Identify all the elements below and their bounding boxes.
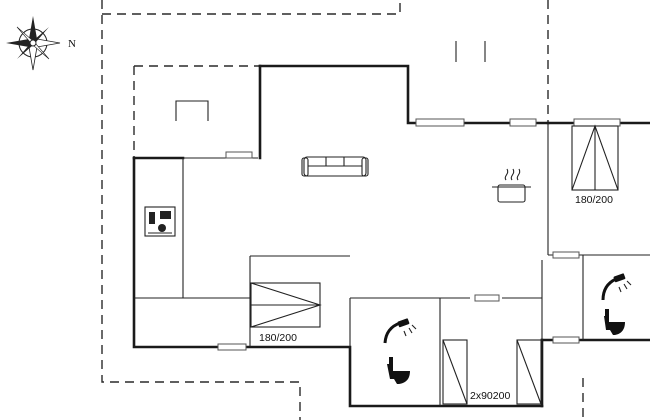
compass-north-label: N [68, 38, 76, 50]
washing-machine-icon [144, 206, 176, 237]
bed-size-label: 180/200 [259, 332, 297, 344]
fireplace-icon [175, 100, 209, 121]
toilet-icon [387, 357, 410, 384]
exterior-walls [132, 64, 650, 408]
terrace-outline [101, 0, 584, 420]
windows [217, 118, 621, 351]
double-bed-icon [571, 124, 619, 191]
cooking-pot-icon [492, 168, 531, 203]
railing-marks [455, 41, 486, 62]
shower-icon [383, 318, 417, 344]
single-bed-icon [442, 339, 468, 405]
double-bed-icon [250, 282, 322, 328]
sofa-icon [301, 156, 369, 177]
toilet-icon [604, 309, 625, 335]
compass-rose-icon [6, 16, 61, 71]
bed-size-label: 2x90200 [470, 390, 510, 402]
single-bed-icon [516, 339, 542, 405]
shower-icon [601, 273, 632, 301]
bed-size-label: 180/200 [575, 194, 613, 206]
